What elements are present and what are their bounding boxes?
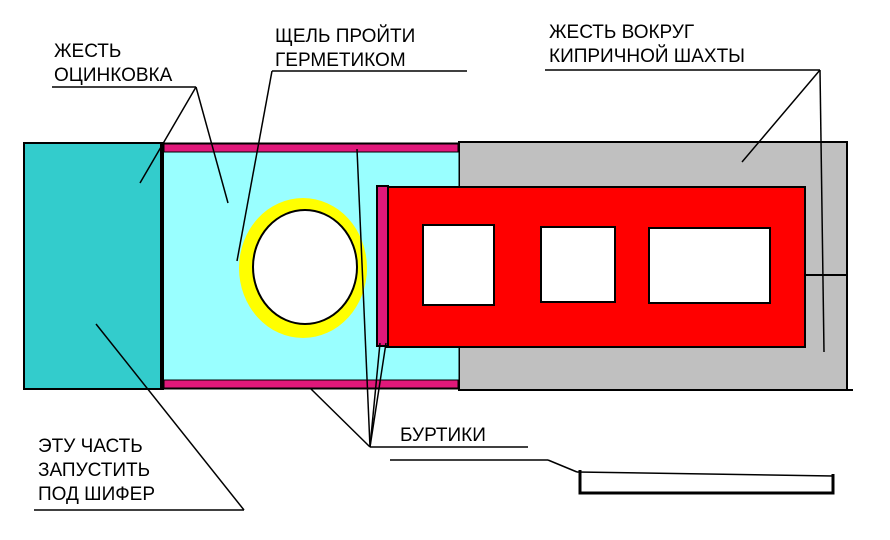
leader-beads-to-vertical-2: [369, 342, 387, 448]
label-slate-line1: ЭТУ ЧАСТЬ: [38, 436, 143, 457]
bead-profile-bracket: [578, 470, 835, 495]
label-shaft-line1: ЖЕСТЬ ВОКРУГ: [549, 22, 694, 43]
label-galvanized-line1: ЖЕСТЬ: [54, 41, 121, 62]
leader-beads-to-vertical-1: [369, 342, 381, 448]
label-sealant-line2: ГЕРМЕТИКОМ: [275, 50, 406, 71]
leader-shaft-to-sheet: [741, 69, 821, 163]
leader-shaft-to-edge: [819, 69, 825, 353]
chimney-opening-1: [422, 224, 495, 306]
label-shaft-line2: КИПРИЧНОЙ ШАХТЫ: [549, 45, 745, 67]
leader-beads-to-top: [356, 148, 371, 448]
leader-bracket-3: [576, 471, 834, 477]
top-bead-strip: [163, 143, 459, 153]
chimney-opening-2: [540, 226, 616, 303]
label-galvanized-line2: ОЦИНКОВКА: [54, 65, 173, 86]
slate-flap-panel: [23, 142, 163, 390]
label-slate-line2: ЗАПУСТИТЬ: [38, 460, 150, 481]
leader-beads-to-bottom: [309, 387, 371, 448]
pipe-opening: [252, 209, 358, 325]
leader-galvanized-to-flap: [139, 86, 197, 184]
leader-sealant-to-ring: [236, 70, 273, 262]
chimney-opening-3: [648, 227, 771, 304]
bottom-bead-strip: [163, 379, 459, 389]
vertical-bead-strip: [376, 185, 389, 347]
label-beads: БУРТИКИ: [400, 425, 486, 446]
leader-slate-to-flap: [95, 323, 245, 511]
leader-bracket-2: [547, 459, 578, 473]
label-sealant-line1: ЩЕЛЬ ПРОЙТИ: [275, 25, 415, 47]
label-slate-line3: ПОД ШИФЕР: [38, 484, 155, 505]
leader-galvanized-to-sheet: [195, 86, 229, 204]
leader-lines: [34, 69, 834, 511]
